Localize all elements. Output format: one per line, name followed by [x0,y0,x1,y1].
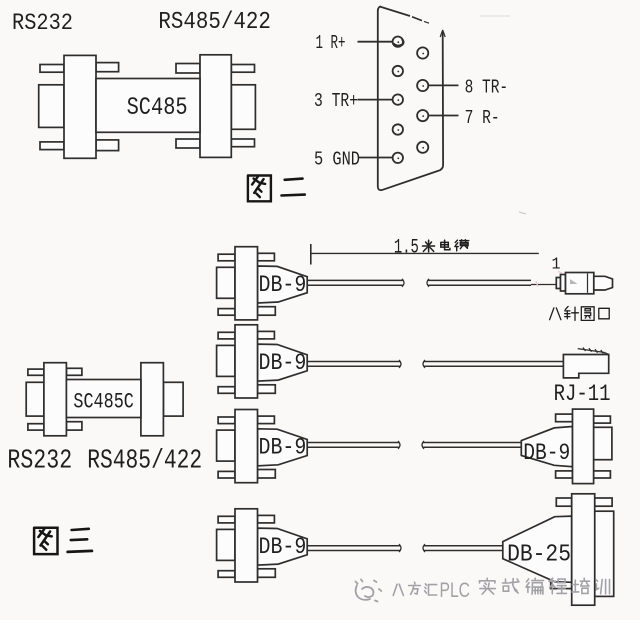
svg-text:SC485: SC485 [127,93,188,122]
svg-text:PLC: PLC [440,579,471,602]
svg-text:8 TR-: 8 TR- [465,76,509,98]
svg-text:DB-9: DB-9 [259,272,307,298]
svg-text:1 R+: 1 R+ [316,32,346,54]
svg-text:RJ-11: RJ-11 [554,381,611,407]
svg-text:DB-9: DB-9 [259,435,307,461]
svg-text:RS485/422: RS485/422 [158,9,271,36]
svg-text:7 R-: 7 R- [465,107,500,129]
svg-text:1: 1 [552,256,561,275]
svg-text:RS232: RS232 [12,10,73,36]
svg-text:DB-9: DB-9 [523,440,570,466]
svg-text:3 TR+: 3 TR+ [314,90,358,112]
svg-text:5 GND: 5 GND [314,148,360,170]
svg-text:1.5: 1.5 [394,236,419,259]
svg-text:DB-9: DB-9 [259,534,307,560]
svg-text:DB-25: DB-25 [507,541,571,568]
svg-text:RS485/422: RS485/422 [87,446,202,476]
svg-text:SC485C: SC485C [73,390,134,415]
svg-text:DB-9: DB-9 [259,350,307,376]
svg-text:RS232: RS232 [7,446,72,476]
